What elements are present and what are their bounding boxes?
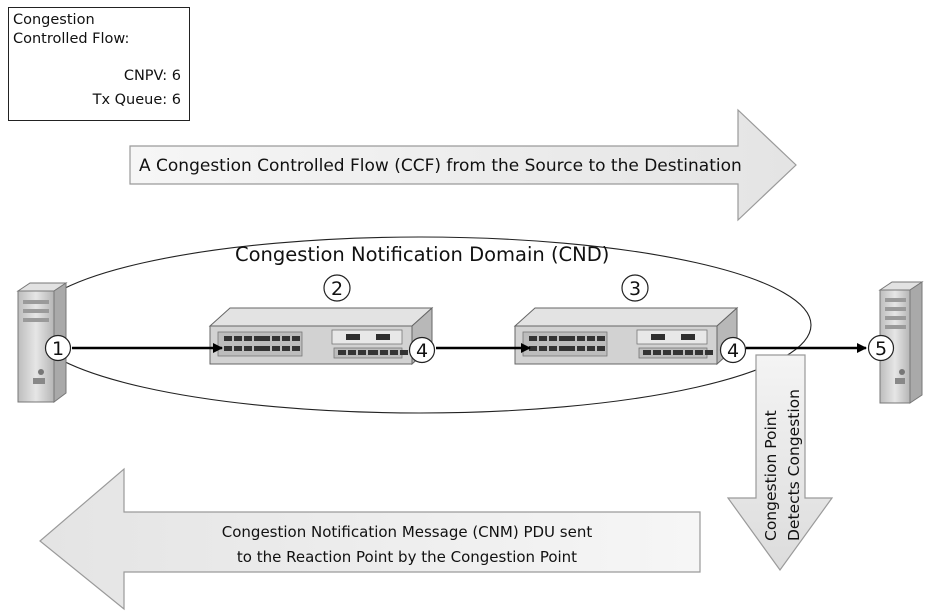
- congestion-detect-line2: Detects Congestion: [785, 389, 803, 541]
- flow-info-box: Congestion Controlled Flow: CNPV: 6 Tx Q…: [8, 7, 190, 121]
- flow-box-title-line1: Congestion: [13, 12, 95, 28]
- marker-destination: 5: [867, 334, 895, 362]
- cnd-label: Congestion Notification Domain (CND): [235, 243, 609, 266]
- marker-port2: 4: [719, 336, 747, 364]
- marker-port1: 4: [408, 336, 436, 364]
- cnpv-value: CNPV: 6: [123, 68, 181, 84]
- ccf-flow-arrow: [129, 108, 797, 222]
- flow-box-title-line2: Controlled Flow:: [13, 31, 130, 47]
- marker-source-label: 1: [52, 338, 64, 360]
- cnm-return-line1: Congestion Notification Message (CNM) PD…: [222, 523, 593, 541]
- congestion-detect-line1: Congestion Point: [762, 410, 780, 541]
- marker-source: 1: [44, 334, 72, 362]
- marker-bridge1: 2: [323, 274, 351, 302]
- tx-queue-value: Tx Queue: 6: [92, 92, 181, 108]
- marker-port2-label: 4: [727, 340, 739, 362]
- cnm-return-arrow: [39, 467, 701, 611]
- marker-bridge2-label: 3: [629, 278, 641, 300]
- marker-bridge2: 3: [621, 274, 649, 302]
- bridge-switch-2: [514, 307, 738, 365]
- congestion-detect-arrow: [726, 354, 834, 572]
- marker-port1-label: 4: [416, 340, 428, 362]
- bridge-switch-1: [209, 307, 433, 365]
- marker-destination-label: 5: [875, 338, 887, 360]
- cnm-return-line2: to the Reaction Point by the Congestion …: [237, 548, 577, 566]
- ccf-flow-arrow-label: A Congestion Controlled Flow (CCF) from …: [139, 156, 742, 176]
- marker-bridge1-label: 2: [331, 278, 343, 300]
